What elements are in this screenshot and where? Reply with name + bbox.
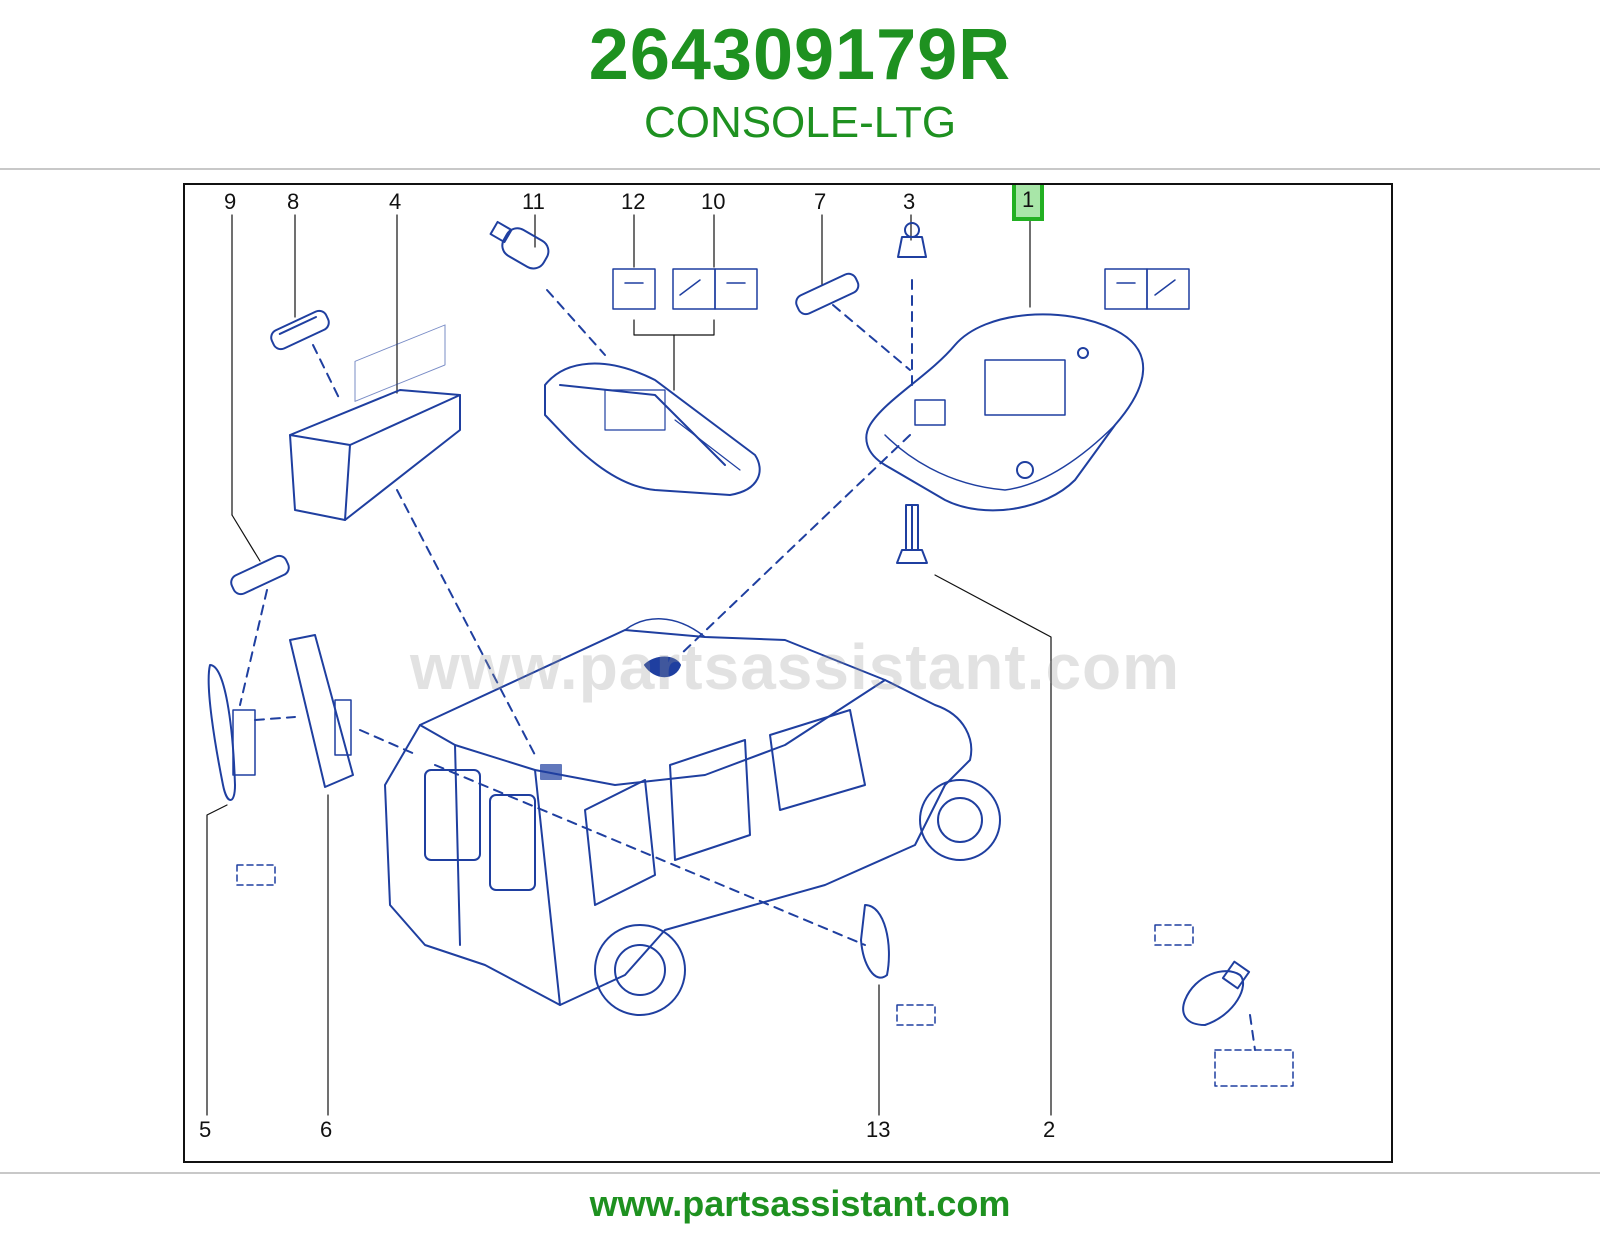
assembly-lines	[239, 279, 1256, 1051]
callout-5[interactable]: 5	[199, 1117, 212, 1142]
parts-diagram: 9 8 4 11 12 10 7 3 1 5 6 13 2 www.partsa…	[183, 183, 1393, 1163]
festoon-bulb-7	[795, 272, 860, 316]
footer-divider	[0, 1172, 1600, 1174]
callout-9[interactable]: 9	[224, 189, 237, 214]
callout-2[interactable]: 2	[1043, 1117, 1056, 1142]
footer-link[interactable]: www.partsassistant.com	[589, 1183, 1011, 1224]
part-name: CONSOLE-LTG	[643, 98, 957, 147]
page-header: 264309179R CONSOLE-LTG	[0, 0, 1600, 168]
lamp-13	[860, 904, 890, 979]
interior-lamp-4	[289, 324, 461, 521]
lens-6	[289, 634, 354, 788]
lamp-5	[207, 664, 256, 801]
lamp-module-10	[544, 362, 761, 496]
callout-4[interactable]: 4	[389, 189, 402, 214]
header-divider	[0, 168, 1600, 170]
part-number: 264309179R	[588, 15, 1012, 95]
callout-13[interactable]: 13	[866, 1117, 891, 1142]
wedge-bulb-11	[489, 220, 550, 270]
callout-12[interactable]: 12	[621, 189, 646, 214]
callout-3[interactable]: 3	[903, 189, 916, 214]
clip-nut-3	[897, 222, 927, 258]
lamp-function-icons	[612, 268, 1190, 310]
callout-6[interactable]: 6	[320, 1117, 333, 1142]
festoon-bulb-8	[270, 309, 330, 351]
roof-console-1	[865, 313, 1145, 512]
callout-8[interactable]: 8	[287, 189, 300, 214]
parts-diagram-drawing	[206, 214, 1294, 1116]
socket-markers	[236, 864, 1294, 1087]
leader-lines	[206, 214, 1052, 1116]
callout-10[interactable]: 10	[701, 189, 726, 214]
screw-2	[896, 504, 928, 564]
callout-1-selected[interactable]: 1	[1012, 185, 1045, 221]
callout-7[interactable]: 7	[814, 189, 827, 214]
wedge-bulb	[1182, 960, 1251, 1026]
festoon-bulb-9	[230, 554, 290, 596]
van-body	[384, 618, 1001, 1016]
callout-11[interactable]: 11	[522, 189, 545, 214]
